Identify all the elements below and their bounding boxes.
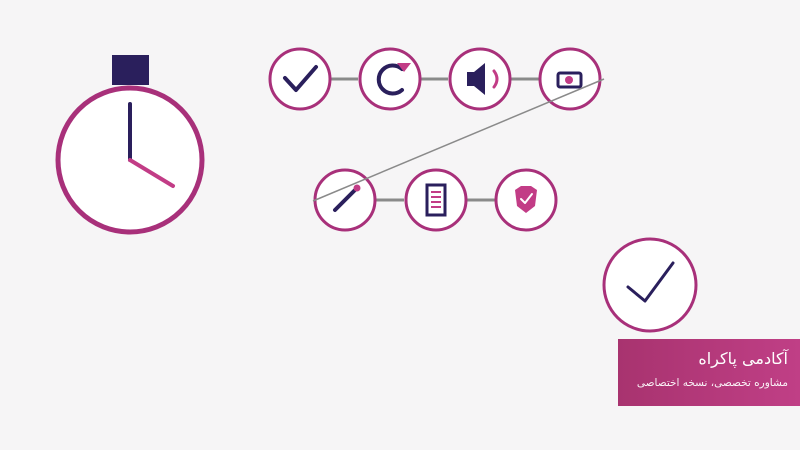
stopwatch-minute-hand	[128, 158, 175, 188]
check-icon	[268, 47, 332, 111]
refresh-icon	[358, 47, 422, 111]
stopwatch-icon	[55, 55, 205, 235]
speaker-icon	[448, 47, 512, 111]
shield-icon	[494, 168, 558, 232]
brand-subtitle: مشاوره تخصصی، نسخه اختصاصی	[636, 377, 788, 389]
stopwatch-top-button	[112, 55, 149, 85]
list-icon	[404, 168, 468, 232]
brand-badge: آکادمی پاکراه مشاوره تخصصی، نسخه اختصاصی	[618, 339, 800, 406]
camera-icon	[538, 47, 602, 111]
brand-title: آکادمی پاکراه	[698, 349, 788, 368]
big-check-icon	[602, 237, 698, 333]
diagonal-line	[312, 78, 605, 202]
